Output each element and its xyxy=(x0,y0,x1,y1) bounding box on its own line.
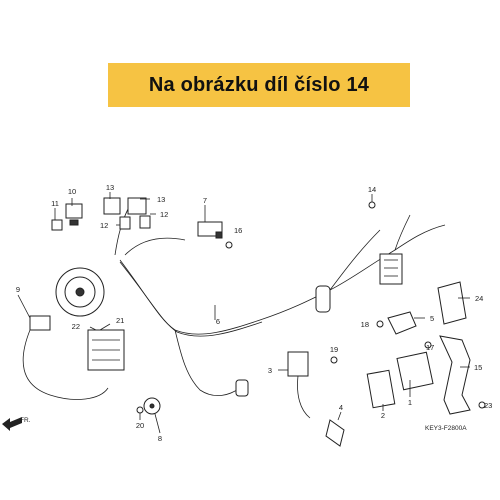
callout-8: 8 xyxy=(158,434,162,443)
condenser xyxy=(315,285,331,313)
fuse-box xyxy=(87,329,125,371)
bolt-20 xyxy=(330,356,338,364)
ecu-1 xyxy=(396,351,434,391)
battery-cable-9 xyxy=(22,315,109,400)
direction-arrow-icon xyxy=(2,417,22,431)
callout-15: 14 xyxy=(368,185,376,194)
relay-13a xyxy=(103,197,121,215)
callout-14: 15 xyxy=(474,363,482,372)
callout-1: 1 xyxy=(408,398,412,407)
bolt-15 xyxy=(368,201,376,209)
relay-10 xyxy=(65,203,83,226)
callout-17: 16 xyxy=(234,226,242,235)
bolt-19 xyxy=(376,320,384,328)
bolt-18 xyxy=(424,341,432,349)
generator-part xyxy=(55,267,105,317)
regulator-block xyxy=(379,253,403,285)
callout-9: 9 xyxy=(16,285,20,294)
callout-2: 2 xyxy=(381,411,385,420)
harness-branch-right xyxy=(329,229,381,291)
harness-branch-lower xyxy=(174,329,241,397)
callout-12b: 12 xyxy=(160,210,168,219)
callout-24: 24 xyxy=(475,294,483,303)
callout-18: 17 xyxy=(426,343,434,352)
relay-12b xyxy=(139,215,151,229)
callout-5: 5 xyxy=(430,314,434,323)
module-2 xyxy=(366,369,396,409)
callout-19: 18 xyxy=(361,320,369,329)
harness-branch-7 xyxy=(124,237,186,256)
cover-24 xyxy=(437,281,467,325)
callout-22: 21 xyxy=(116,316,124,325)
callout-16: 23 xyxy=(484,401,492,410)
callout-11: 11 xyxy=(51,199,59,208)
direction-label: FR. xyxy=(20,417,31,424)
callout-4: 4 xyxy=(339,403,343,412)
bolt-21 xyxy=(136,406,144,414)
relay-12a xyxy=(119,216,131,230)
relay-13b xyxy=(127,197,147,215)
callout-3: 3 xyxy=(268,366,272,375)
leader-lines xyxy=(17,192,470,434)
relay-11 xyxy=(51,219,63,231)
bracket-5 xyxy=(387,311,417,335)
callout-7: 7 xyxy=(203,196,207,205)
harness-branch-15 xyxy=(394,214,411,251)
callout-13b: 13 xyxy=(157,195,165,204)
callout-13a: 13 xyxy=(106,183,114,192)
harness-outline xyxy=(119,261,263,337)
callout-10: 10 xyxy=(68,187,76,196)
plug-cap-4 xyxy=(325,419,345,447)
bolt-16 xyxy=(478,401,486,409)
bracket-14 xyxy=(439,335,471,415)
banner-text: Na obrázku díl číslo 14 xyxy=(148,73,370,96)
callout-20: 19 xyxy=(330,345,338,354)
horn-8 xyxy=(143,397,161,415)
part-number-banner: Na obrázku díl číslo 14 xyxy=(108,63,410,107)
bolt-17 xyxy=(225,241,233,249)
switch-7 xyxy=(197,221,223,239)
callout-6: 6 xyxy=(216,317,220,326)
callout-23: 22 xyxy=(72,322,80,331)
callout-21: 20 xyxy=(136,421,144,430)
condenser-2 xyxy=(235,379,249,397)
ignition-coil-3 xyxy=(287,351,311,419)
callout-12a: 12 xyxy=(100,221,108,230)
diagram-code: KEY3-F2800A xyxy=(425,425,467,432)
